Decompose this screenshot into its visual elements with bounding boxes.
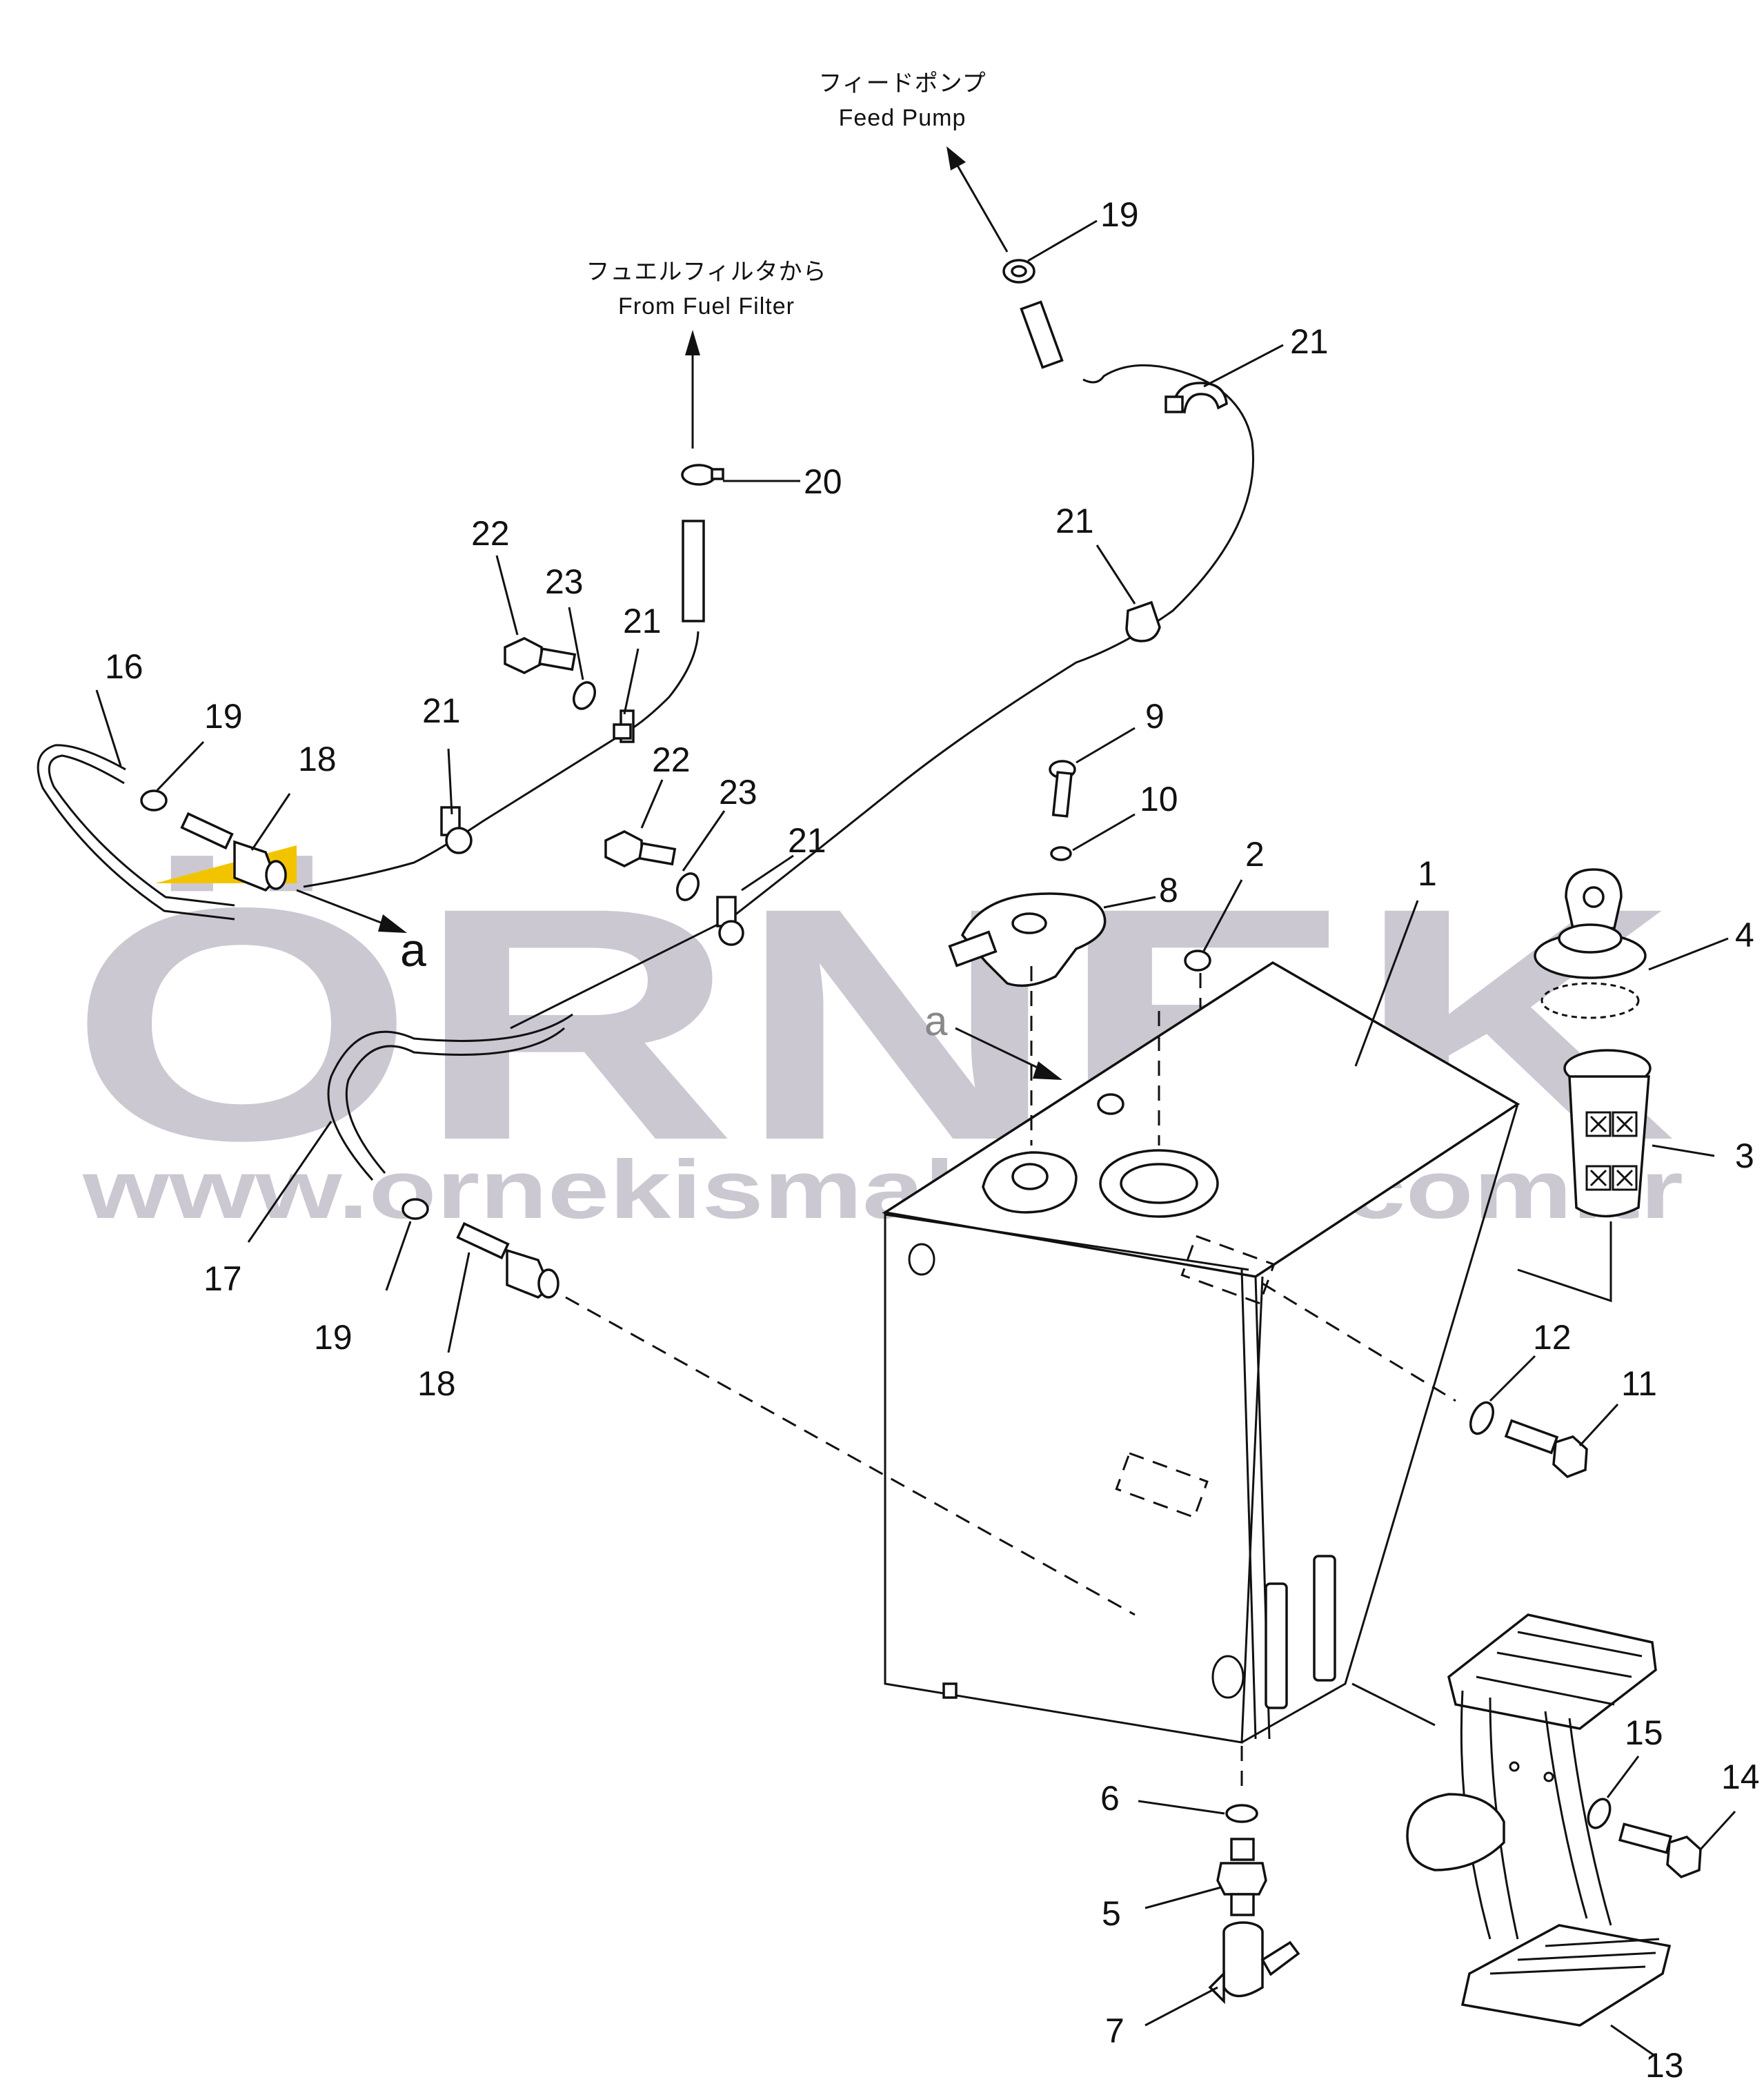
washer-12 bbox=[1469, 1401, 1494, 1435]
cap-8 bbox=[948, 892, 1107, 987]
label-2: 2 bbox=[1245, 835, 1265, 874]
label-23-b: 23 bbox=[719, 773, 757, 812]
fuel-filter-caption-en: From Fuel Filter bbox=[618, 293, 795, 320]
clip-21-top bbox=[1165, 382, 1228, 414]
label-21-right: 21 bbox=[1056, 502, 1094, 540]
label-17: 17 bbox=[204, 1259, 242, 1298]
label-5: 5 bbox=[1102, 1894, 1121, 1933]
label-7: 7 bbox=[1105, 2012, 1124, 2050]
clip-21-mid bbox=[716, 896, 744, 946]
o-ring-6 bbox=[1225, 1804, 1258, 1823]
fuel-lines bbox=[37, 300, 1255, 1181]
fitting-18-upper bbox=[180, 812, 287, 892]
watermark-url: www.ornekismakinalari.com.tr bbox=[82, 1143, 1683, 1236]
label-12: 12 bbox=[1533, 1318, 1572, 1357]
plug-2 bbox=[1184, 950, 1211, 972]
label-21-mid: 21 bbox=[788, 821, 826, 860]
label-16: 16 bbox=[105, 647, 143, 686]
strainer-3 bbox=[1517, 1049, 1652, 1303]
view-mark-a-upper: a bbox=[400, 924, 426, 976]
fitting-18-lower bbox=[456, 1221, 559, 1299]
label-3: 3 bbox=[1735, 1137, 1754, 1175]
clip-21-left-b bbox=[440, 806, 473, 854]
bolt-14 bbox=[1618, 1822, 1702, 1879]
clamp-20 bbox=[681, 464, 724, 486]
label-21-left-a: 21 bbox=[623, 602, 662, 640]
label-22-b: 22 bbox=[652, 740, 691, 779]
label-6: 6 bbox=[1100, 1779, 1120, 1818]
clip-21-right bbox=[1125, 600, 1161, 642]
bolt-11 bbox=[1504, 1419, 1588, 1479]
cock-7 bbox=[1208, 1921, 1300, 2005]
washer-23-b bbox=[676, 872, 700, 901]
label-18-upper: 18 bbox=[298, 740, 337, 778]
label-15: 15 bbox=[1625, 1713, 1663, 1752]
clamp-19-left bbox=[140, 789, 168, 812]
fuel-tank bbox=[565, 961, 1520, 1794]
leader-lines bbox=[95, 219, 1736, 2058]
clip-21-left-a bbox=[613, 709, 635, 743]
fuel-filter-caption-jp: フュエルフィルタから bbox=[586, 259, 826, 285]
clamp-19-top bbox=[1002, 259, 1035, 284]
clamp-19-lower bbox=[402, 1198, 429, 1220]
label-8: 8 bbox=[1159, 871, 1178, 910]
flow-arrows bbox=[685, 146, 1009, 449]
label-1: 1 bbox=[1418, 854, 1437, 893]
bolt-22-a bbox=[504, 637, 577, 674]
washer-15 bbox=[1587, 1798, 1612, 1829]
label-10: 10 bbox=[1140, 780, 1178, 818]
plug-5 bbox=[1216, 1838, 1267, 1916]
label-14: 14 bbox=[1721, 1758, 1760, 1796]
label-19-lower: 19 bbox=[314, 1318, 353, 1357]
washer-23-a bbox=[573, 681, 596, 710]
label-9: 9 bbox=[1145, 697, 1165, 736]
label-21-left-b: 21 bbox=[422, 691, 461, 730]
label-18-lower: 18 bbox=[417, 1364, 456, 1403]
part-labels: 19 20 21 21 22 23 21 21 16 19 18 22 23 2… bbox=[105, 195, 1760, 2084]
step-13 bbox=[1406, 1613, 1672, 2027]
label-19-left: 19 bbox=[204, 697, 243, 736]
label-11: 11 bbox=[1621, 1364, 1657, 1403]
label-13: 13 bbox=[1645, 2046, 1684, 2081]
bolt-22-b bbox=[604, 830, 677, 867]
label-23-a: 23 bbox=[545, 562, 584, 601]
label-20: 20 bbox=[804, 462, 842, 501]
feed-pump-caption-en: Feed Pump bbox=[839, 105, 967, 131]
label-4: 4 bbox=[1735, 916, 1754, 954]
view-mark-a-lower: a bbox=[924, 998, 948, 1044]
label-19-top: 19 bbox=[1100, 195, 1139, 234]
feed-pump-caption-jp: フィードポンプ bbox=[818, 70, 986, 97]
watermark: ÖRNEK www.ornekismakinalari.com.tr bbox=[69, 838, 1683, 1236]
washer-10 bbox=[1050, 846, 1072, 861]
label-21-top: 21 bbox=[1290, 322, 1329, 361]
label-22-a: 22 bbox=[471, 514, 510, 553]
filler-cap-4 bbox=[1534, 868, 1647, 1019]
screw-9 bbox=[1049, 760, 1076, 818]
